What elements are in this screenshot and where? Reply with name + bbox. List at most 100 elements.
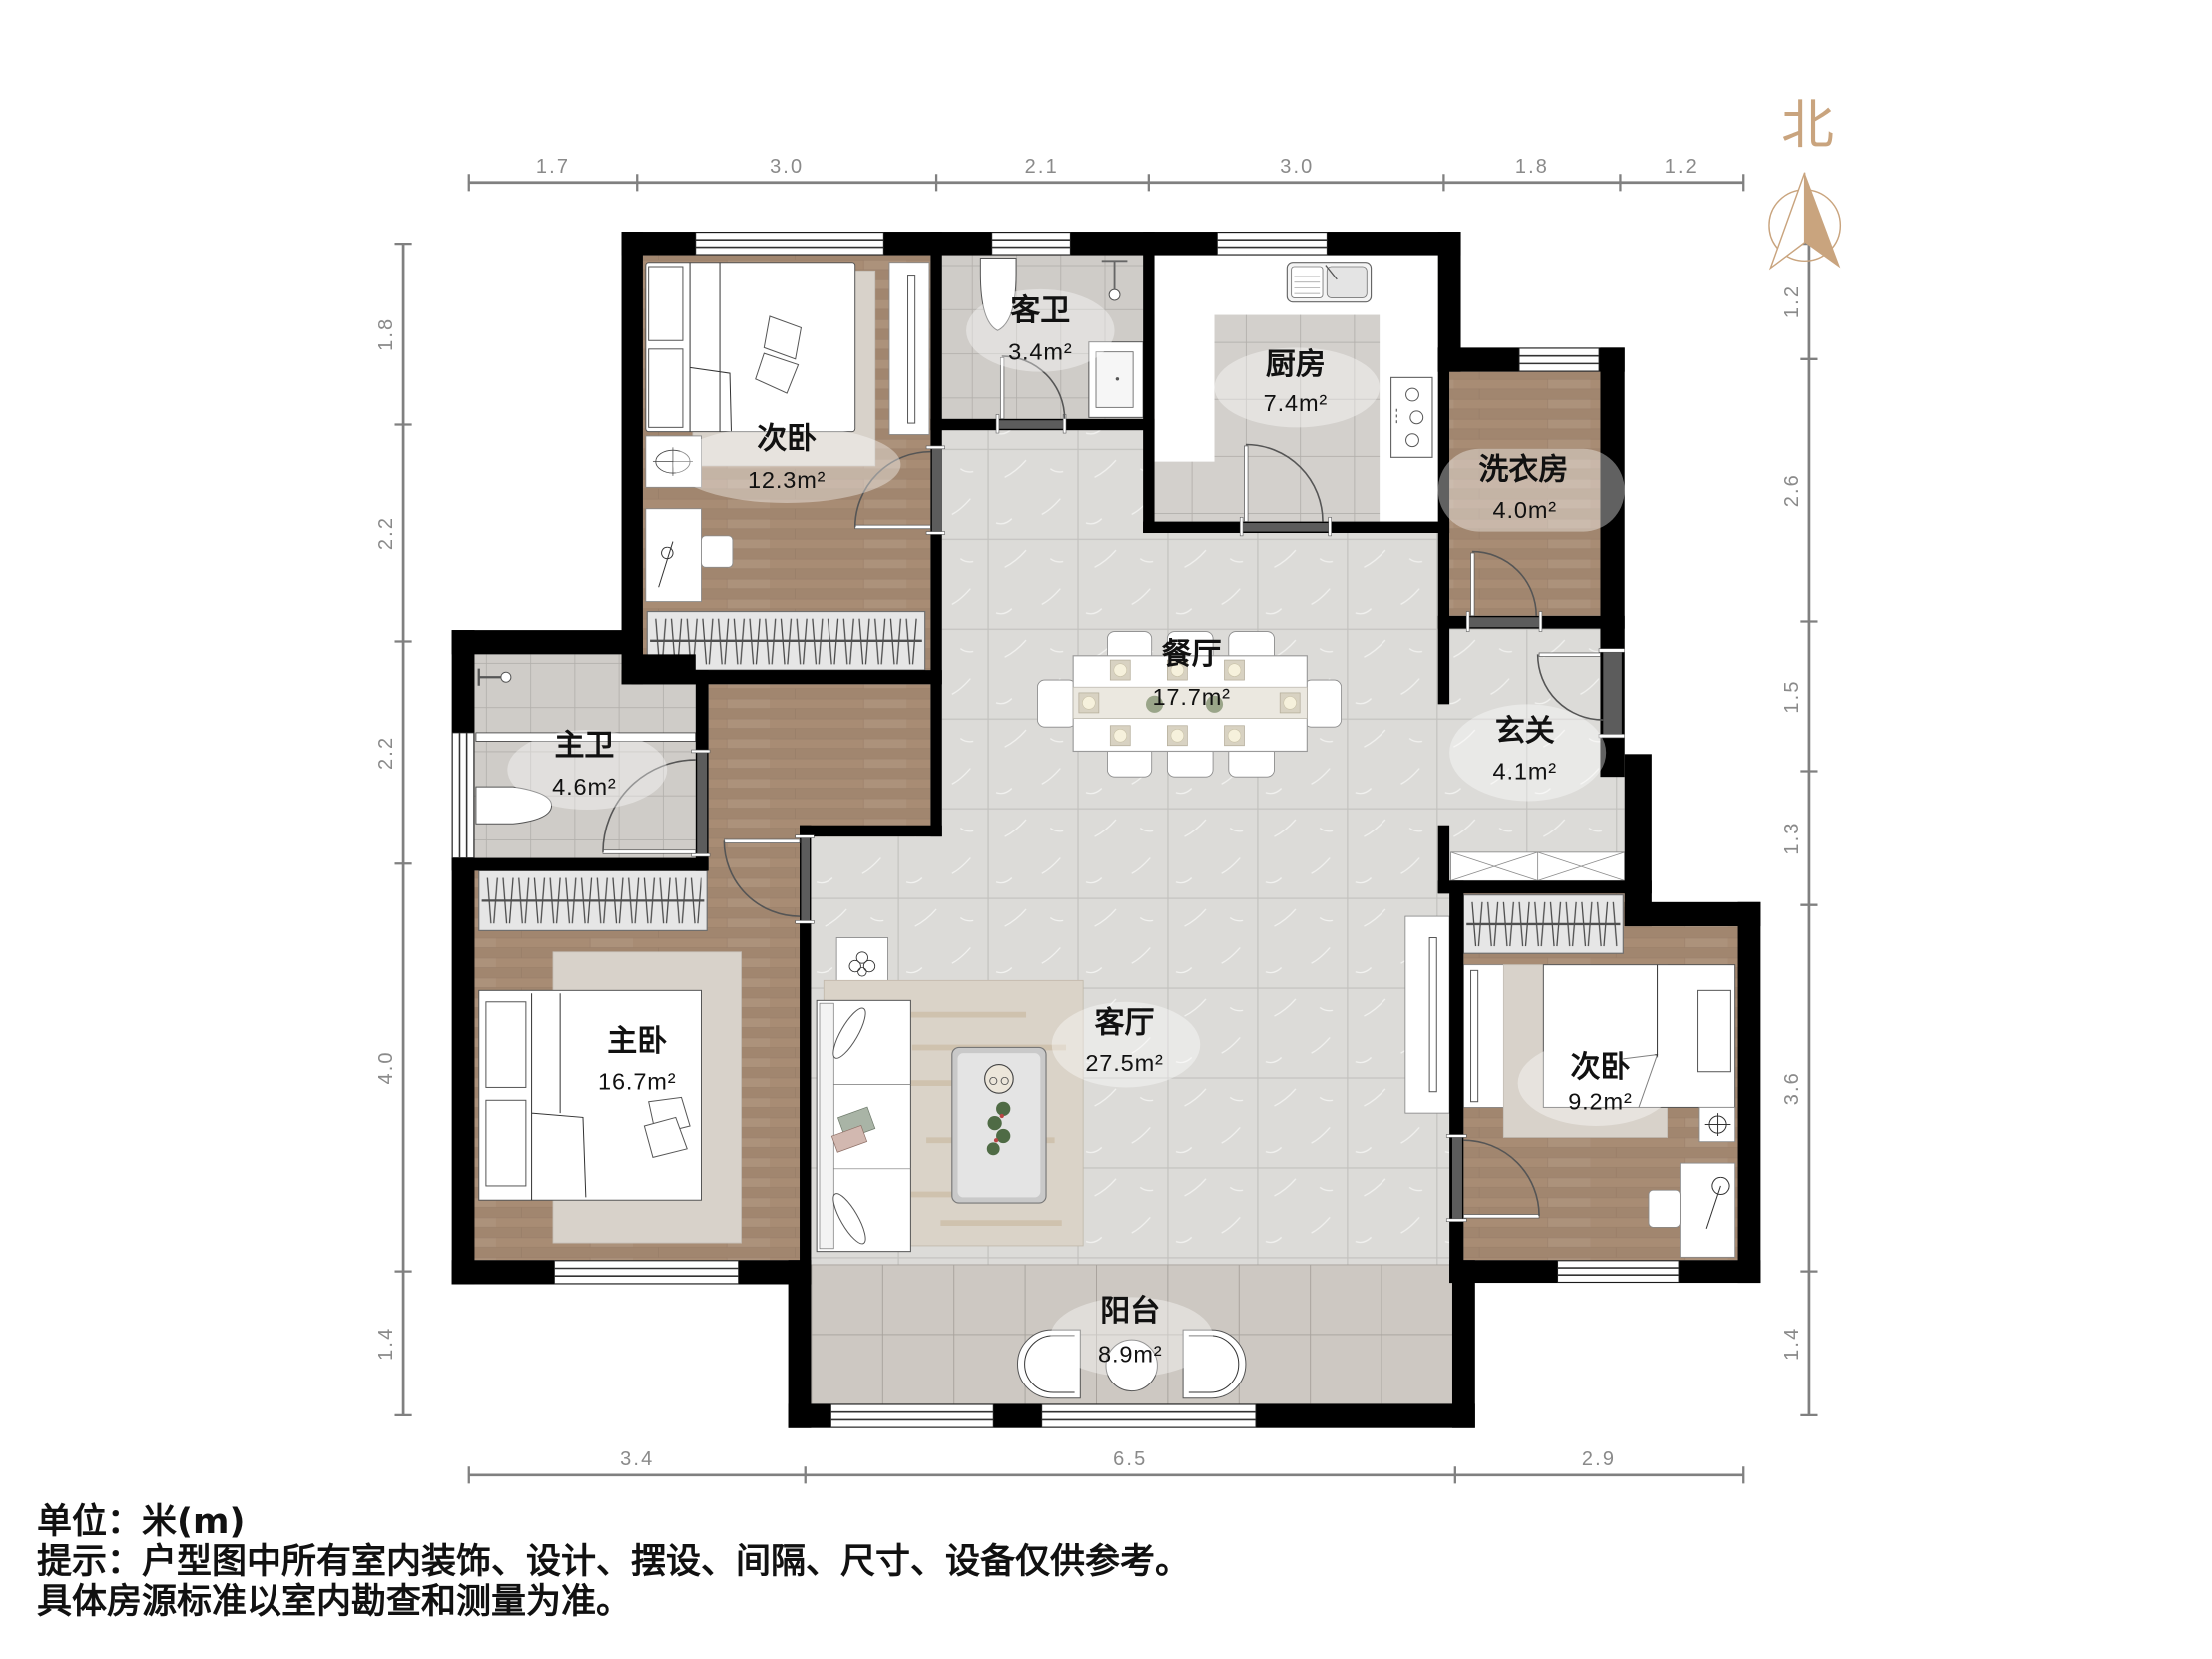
dimension-top: 1.7 3.0 2.1 3.0 1.8 1.2: [467, 156, 1745, 192]
room-name-living: 客厅: [1095, 1006, 1155, 1041]
window-guest-bathroom: [991, 232, 1071, 256]
master-bathroom-fixtures: [475, 668, 697, 825]
room-area-laundry: 4.0m²: [1493, 497, 1557, 523]
window-master-bedroom: [553, 1260, 740, 1285]
room-area-dining: 17.7m²: [1152, 684, 1230, 710]
desk: [1679, 1162, 1736, 1258]
room-area-entrance: 4.1m²: [1493, 758, 1557, 784]
sofa: [816, 999, 911, 1253]
stove-icon: [1389, 376, 1433, 458]
plate-icon: [1082, 663, 1297, 743]
dimension-label: 4.0: [375, 1050, 397, 1084]
dimension-left: 1.8 2.2 2.2 4.0 1.4: [375, 243, 412, 1416]
window-balcony-right: [1041, 1403, 1257, 1428]
north-arrow-icon: [1768, 172, 1842, 271]
plant-icon: [986, 1101, 1011, 1156]
room-area-kitchen: 7.4m²: [1264, 390, 1328, 416]
room-name-bedroom-south: 次卧: [1570, 1050, 1630, 1085]
lamp-icon: [652, 447, 693, 476]
dimension-label: 1.2: [1665, 156, 1699, 178]
window-laundry: [1518, 347, 1600, 372]
dimension-label: 1.3: [1781, 821, 1803, 854]
room-area-bedroom-north: 12.3m²: [748, 467, 826, 493]
balcony-furniture: [1017, 1329, 1247, 1399]
bed: [645, 262, 856, 433]
dining-chair: [1037, 679, 1077, 728]
wardrobe: [478, 869, 708, 931]
pillow: [648, 266, 684, 341]
duvet-fold: [689, 262, 732, 432]
room-name-master-bathroom: 主卫: [554, 728, 614, 763]
window-bedroom-north: [695, 232, 884, 256]
dimension-label: 1.4: [1781, 1327, 1803, 1361]
dimension-bottom: 3.4 6.5 2.9: [467, 1448, 1745, 1484]
throw-blanket: [830, 1124, 868, 1153]
dimension-label: 2.2: [375, 516, 397, 550]
window-master-bathroom: [451, 732, 475, 858]
disclaimer-line: 提示：户型图中所有室内装饰、设计、摆设、间隔、尺寸、设备仅供参考。: [37, 1542, 1191, 1582]
centerpiece-plant-icon: [1145, 695, 1224, 713]
cushion: [755, 352, 800, 394]
desk: [645, 508, 702, 602]
dimension-label: 1.7: [536, 156, 570, 178]
kitchen-fixtures: [1154, 255, 1438, 522]
toilet-icon: [979, 257, 1017, 331]
dimension-label: 3.6: [1781, 1071, 1803, 1105]
room-name-laundry: 洗衣房: [1478, 453, 1568, 488]
door-bedroom-north: [853, 445, 945, 535]
desk-lamp: [658, 541, 674, 588]
dining-chair: [1304, 679, 1343, 728]
door-bedroom-south: [1445, 1134, 1540, 1222]
lamp-icon: [1704, 1113, 1731, 1136]
kitchen-counter-left: [1154, 255, 1215, 462]
pillow: [648, 348, 684, 428]
bedroom-south-furniture: [1462, 894, 1736, 1258]
room-name-master-bedroom: 主卧: [607, 1024, 667, 1059]
plan-notes: 单位：米(m) 提示：户型图中所有室内装饰、设计、摆设、间隔、尺寸、设备仅供参考…: [37, 1502, 1190, 1622]
door-master-bathroom: [602, 749, 711, 857]
room-area-master-bedroom: 16.7m²: [598, 1069, 676, 1095]
room-name-kitchen: 厨房: [1266, 347, 1326, 382]
dimension-label: 6.5: [1113, 1448, 1147, 1470]
door-entrance: [1536, 648, 1626, 739]
window-bedroom-south: [1557, 1260, 1680, 1283]
room-area-guest-bathroom: 3.4m²: [1008, 339, 1072, 365]
room-name-balcony: 阳台: [1100, 1294, 1160, 1329]
dimension-right: 1.2 2.6 1.5 1.3 3.6 1.4: [1781, 243, 1818, 1416]
toilet-icon: [475, 786, 553, 825]
duvet-fold: [1623, 964, 1659, 1108]
round-table: [1105, 1339, 1158, 1392]
cushion: [763, 315, 803, 360]
window-balcony-left: [830, 1403, 994, 1428]
shower-icon: [477, 668, 512, 686]
wash-basin-icon: [1088, 341, 1144, 418]
cabinet-handle: [1470, 969, 1479, 1103]
room-area-living: 27.5m²: [1085, 1050, 1163, 1076]
wardrobe: [1462, 894, 1624, 954]
master-bedroom-furniture: [478, 869, 742, 1244]
windows: [451, 232, 1680, 1428]
table-runner: [1072, 686, 1308, 719]
room-area-master-bathroom: 4.6m²: [552, 774, 616, 800]
unit-note: 单位：米(m): [37, 1502, 246, 1542]
pillow: [485, 1001, 527, 1088]
dimension-label: 3.0: [1280, 156, 1314, 178]
desk-chair: [701, 535, 734, 568]
pillow: [1697, 989, 1731, 1073]
wardrobe: [646, 610, 926, 671]
dimension-label: 1.4: [375, 1327, 397, 1361]
kitchen-sink-icon: [1286, 262, 1373, 303]
cushion: [643, 1116, 688, 1159]
dimension-label: 1.2: [1781, 284, 1803, 318]
dimension-label: 2.6: [1781, 473, 1803, 507]
dimension-label: 2.1: [1025, 156, 1059, 178]
dining-set: [1037, 631, 1343, 778]
dimension-label: 1.8: [375, 317, 397, 351]
coffee-table: [951, 1046, 1047, 1204]
dimension-label: 2.2: [375, 736, 397, 770]
room-name-entrance: 玄关: [1495, 714, 1555, 749]
duvet-fold: [531, 993, 587, 1201]
tall-cabinet: [1462, 964, 1506, 1108]
door-kitchen: [1239, 443, 1332, 537]
